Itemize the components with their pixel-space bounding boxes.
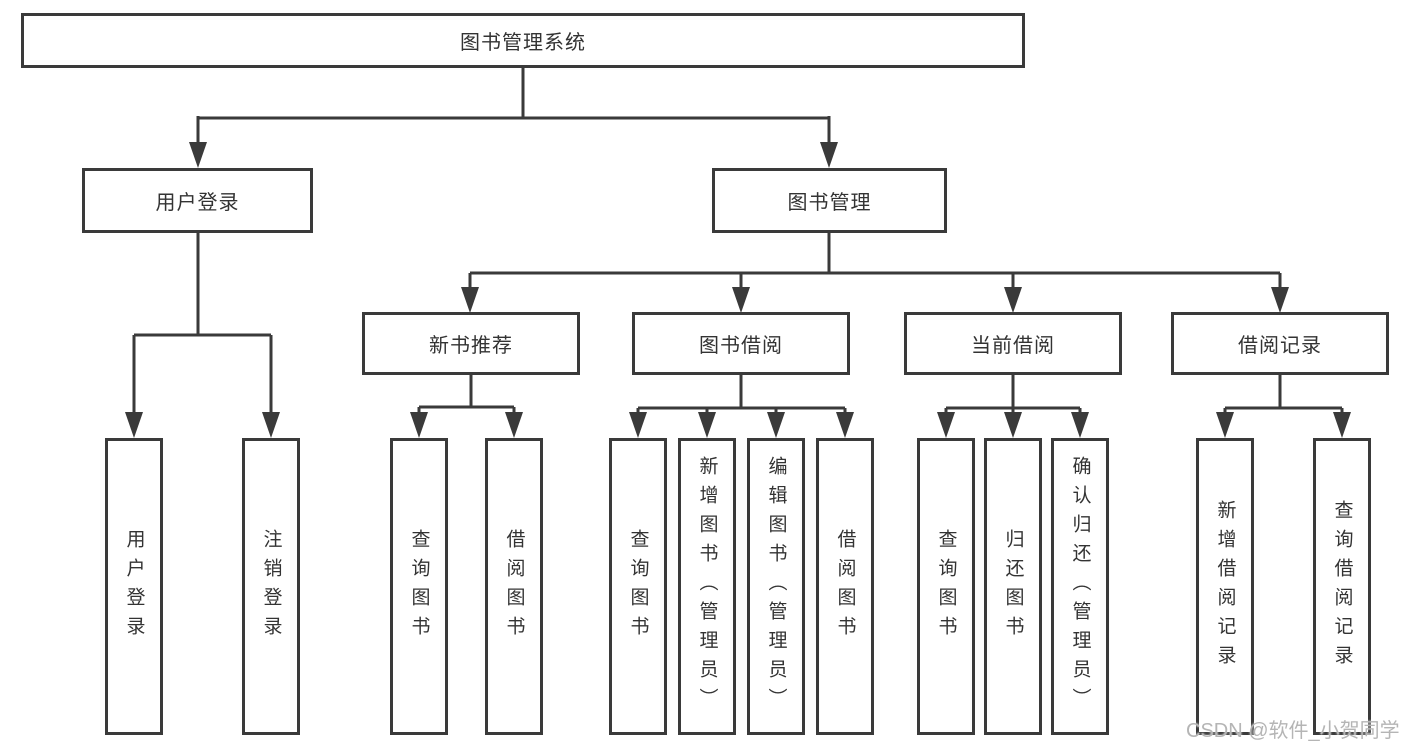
leaf-label: 用户登录: [123, 528, 145, 645]
leaf-label: 新增借阅记录: [1214, 499, 1236, 674]
leaf-label: 新增图书（管理员）: [696, 456, 718, 717]
leaf-query-books-current: 查询图书: [917, 438, 975, 735]
arrowheads: [125, 142, 1351, 438]
leaf-label: 查询借阅记录: [1331, 499, 1353, 674]
leaf-borrow-books-recommend: 借阅图书: [485, 438, 543, 735]
leaf-edit-book-admin: 编辑图书（管理员）: [747, 438, 805, 735]
leaf-label: 查询图书: [408, 528, 430, 645]
leaf-label: 查询图书: [627, 528, 649, 645]
node-new-book-recommendation: 新书推荐: [362, 312, 580, 375]
leaf-label: 借阅图书: [503, 528, 525, 645]
node-library-management-system: 图书管理系统: [21, 13, 1025, 68]
leaf-user-login: 用户登录: [105, 438, 163, 735]
leaf-label: 编辑图书（管理员）: [765, 456, 787, 717]
leaf-label: 归还图书: [1002, 528, 1024, 645]
leaf-logout: 注销登录: [242, 438, 300, 735]
leaf-return-books: 归还图书: [984, 438, 1042, 735]
leaf-label: 查询图书: [935, 528, 957, 645]
node-user-login: 用户登录: [82, 168, 313, 233]
leaf-query-books-borrow: 查询图书: [609, 438, 667, 735]
node-current-borrowing: 当前借阅: [904, 312, 1122, 375]
node-book-borrowing: 图书借阅: [632, 312, 850, 375]
watermark-text: CSDN @软件_小贺同学: [1186, 720, 1400, 742]
leaf-label: 注销登录: [260, 528, 282, 645]
leaf-add-book-admin: 新增图书（管理员）: [678, 438, 736, 735]
node-book-management: 图书管理: [712, 168, 947, 233]
leaf-query-borrow-record: 查询借阅记录: [1313, 438, 1371, 735]
leaf-query-books-recommend: 查询图书: [390, 438, 448, 735]
leaf-label: 借阅图书: [834, 528, 856, 645]
leaf-confirm-return-admin: 确认归还（管理员）: [1051, 438, 1109, 735]
leaf-label: 确认归还（管理员）: [1069, 456, 1091, 717]
node-borrowing-records: 借阅记录: [1171, 312, 1389, 375]
leaf-add-borrow-record: 新增借阅记录: [1196, 438, 1254, 735]
leaf-borrow-books: 借阅图书: [816, 438, 874, 735]
